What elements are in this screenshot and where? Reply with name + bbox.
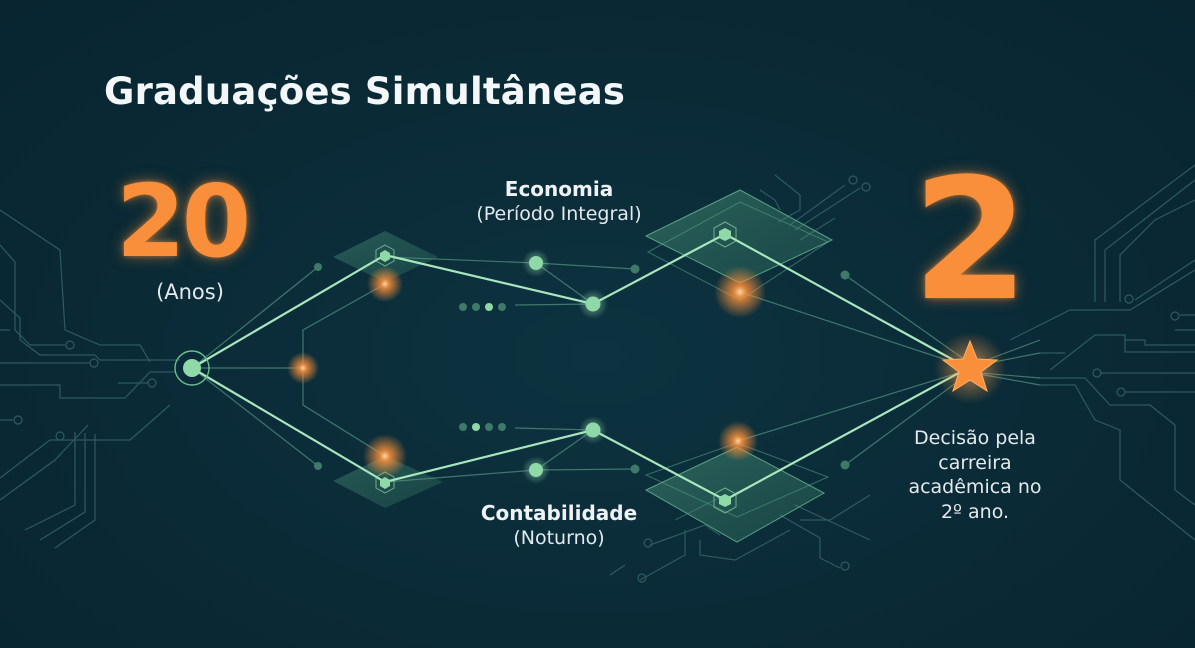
track-name: Economia bbox=[504, 177, 614, 201]
hex-node bbox=[375, 471, 395, 494]
upper-plate bbox=[644, 189, 834, 301]
outcome-number: 2 bbox=[912, 142, 1029, 338]
dim-node bbox=[314, 462, 322, 470]
hex-node bbox=[713, 221, 737, 248]
green-node bbox=[529, 256, 543, 270]
dots-contabilidade bbox=[459, 423, 506, 431]
green-node bbox=[529, 463, 543, 477]
page-title: Graduações Simultâneas bbox=[104, 70, 626, 113]
glow-dot bbox=[714, 266, 766, 318]
track-name: Contabilidade bbox=[480, 501, 638, 525]
dim-node bbox=[314, 263, 322, 271]
track-economia: Economia (Período Integral) bbox=[446, 176, 672, 227]
hex-node bbox=[713, 487, 737, 514]
circuit-traces-right bbox=[1009, 164, 1195, 541]
track-contabilidade: Contabilidade (Noturno) bbox=[446, 500, 672, 551]
dots-economia bbox=[459, 303, 506, 311]
circuit-traces-left bbox=[0, 209, 180, 549]
glow-dot bbox=[287, 352, 319, 384]
dim-node bbox=[630, 264, 640, 274]
hex-nodes bbox=[375, 221, 737, 514]
age-unit-label: (Anos) bbox=[156, 280, 224, 304]
star-icon bbox=[934, 332, 1006, 404]
dim-node bbox=[840, 460, 850, 470]
green-node bbox=[585, 296, 601, 312]
track-detail: (Período Integral) bbox=[476, 203, 642, 225]
start-node bbox=[174, 350, 210, 386]
dim-node bbox=[840, 270, 850, 280]
orange-glows bbox=[287, 266, 766, 478]
track-detail: (Noturno) bbox=[513, 527, 605, 549]
glow-dot bbox=[363, 434, 407, 478]
green-nodes bbox=[314, 249, 850, 484]
dim-node bbox=[630, 464, 640, 474]
hex-node bbox=[375, 244, 395, 267]
glow-dot bbox=[718, 421, 758, 461]
green-node bbox=[585, 422, 601, 438]
age-number: 20 bbox=[116, 163, 251, 280]
outcome-description: Decisão pela carreira acadêmica no 2º an… bbox=[908, 427, 1042, 524]
glow-dot bbox=[367, 266, 403, 302]
